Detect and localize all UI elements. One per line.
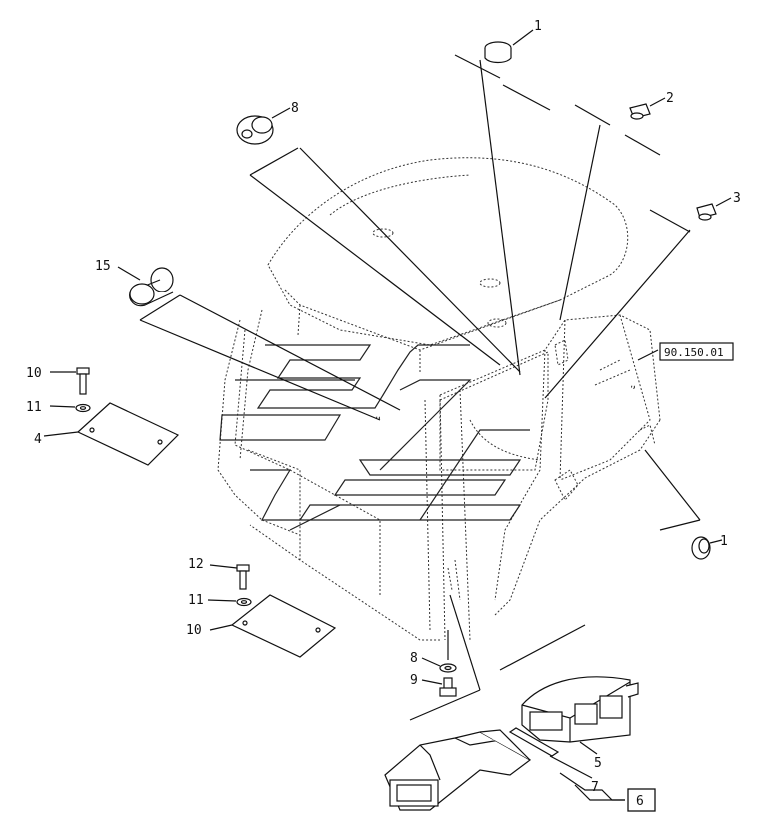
part-2-plug: 2 bbox=[629, 91, 674, 120]
label-3: 3 bbox=[733, 191, 741, 206]
door-glass-panel bbox=[439, 351, 549, 471]
part-6-box: 6 bbox=[627, 788, 656, 812]
leader-lines bbox=[139, 54, 701, 721]
label-2: 2 bbox=[666, 91, 674, 106]
part-15-plug: 15 bbox=[95, 259, 174, 307]
label-15: 15 bbox=[95, 259, 111, 274]
label-10-left: 10 bbox=[26, 366, 42, 381]
part-1-plug: 1 bbox=[484, 19, 542, 64]
label-11-lower: 11 bbox=[188, 593, 204, 608]
label-1-right: 1 bbox=[720, 534, 728, 549]
cab-outline bbox=[217, 157, 661, 641]
part-7-seal-strip: 7 bbox=[508, 727, 599, 795]
label-10-bottom: 10 bbox=[186, 623, 202, 638]
reference-label: 90.150.01 bbox=[664, 346, 724, 359]
part-11-washer-upper: 11 bbox=[26, 400, 91, 415]
label-5: 5 bbox=[594, 756, 602, 771]
part-5-air-duct: 5 bbox=[521, 676, 639, 771]
label-6: 6 bbox=[636, 794, 644, 809]
label-7: 7 bbox=[591, 780, 599, 795]
part-1-plug-right: 1 bbox=[691, 534, 728, 560]
part-10-cover-plate: 10 bbox=[186, 594, 337, 658]
part-4-cover-plate: 4 bbox=[34, 402, 180, 466]
brand-logo-watermark bbox=[219, 344, 530, 531]
label-8-bottom: 8 bbox=[410, 651, 418, 666]
part-8-washer-bottom: 8 bbox=[410, 651, 457, 673]
part-9-bolt: 9 bbox=[410, 673, 457, 697]
label-4: 4 bbox=[34, 432, 42, 447]
part-10-bolt-upper: 10 bbox=[26, 366, 90, 395]
part-8-grommet: 8 bbox=[236, 101, 299, 145]
label-12: 12 bbox=[188, 557, 204, 572]
part-11-washer-lower: 11 bbox=[188, 593, 252, 608]
label-9: 9 bbox=[410, 673, 418, 688]
label-1: 1 bbox=[534, 19, 542, 34]
part-6-flexible-duct bbox=[384, 729, 625, 811]
part-12-bolt: 12 bbox=[188, 557, 250, 590]
label-8-top: 8 bbox=[291, 101, 299, 116]
label-11-upper: 11 bbox=[26, 400, 42, 415]
part-3-plug: 3 bbox=[696, 191, 741, 221]
reference-box: 90.150.01 bbox=[659, 342, 734, 361]
